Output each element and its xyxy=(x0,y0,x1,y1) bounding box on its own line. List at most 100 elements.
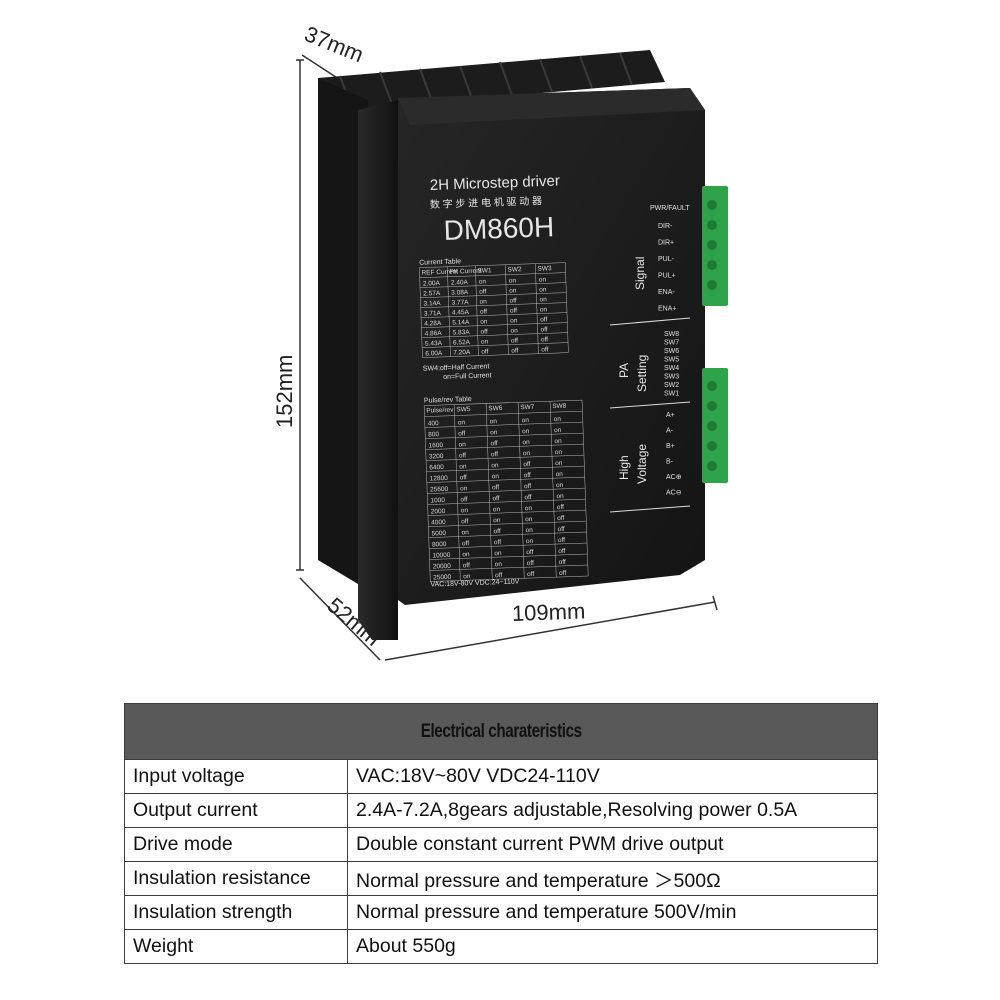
spec-label: Drive mode xyxy=(124,827,348,862)
table-cell: 3.77A xyxy=(451,299,469,307)
table-header-cell: SW6 xyxy=(488,405,503,413)
spec-label: Input voltage xyxy=(124,759,348,794)
table-cell: 6400 xyxy=(429,464,444,472)
table-cell: off xyxy=(511,337,519,344)
table-cell: 6.00A xyxy=(425,350,443,358)
connector-labels: PWR/FAULT DIR-DIR+PUL-PUL+ENA-ENA+ Signa… xyxy=(609,205,690,513)
table-cell: on xyxy=(539,276,547,283)
table-gridline xyxy=(425,432,584,439)
table-cell: on xyxy=(479,278,487,285)
hv-pin-label: A+ xyxy=(666,412,675,419)
table-cell: on xyxy=(554,416,562,423)
table-cell: off xyxy=(493,528,501,535)
table-gridline xyxy=(428,520,587,527)
hv-section-label-1: High xyxy=(617,455,631,480)
table-cell: 10000 xyxy=(432,552,451,560)
table-cell: on xyxy=(493,506,501,513)
spec-label: Insulation strength xyxy=(124,895,348,930)
table-cell: 4.28A xyxy=(424,320,442,328)
table-cell: 2000 xyxy=(431,508,446,516)
table-cell: 5.14A xyxy=(452,319,470,327)
spec-row: Input voltage VAC:18V~80V VDC24-110V xyxy=(124,759,878,794)
table-gridline xyxy=(429,564,588,571)
table-header-cell: REF Current xyxy=(421,268,458,276)
table-cell: on xyxy=(539,296,547,303)
table-cell: off xyxy=(481,348,489,355)
hv-section-label-2: Voltage xyxy=(635,444,649,484)
table-cell: 3.14A xyxy=(423,300,441,308)
current-table-title: Current Table xyxy=(419,258,461,266)
signal-pin-label: PUL- xyxy=(658,256,675,263)
table-cell: on xyxy=(510,317,518,324)
sw4-note-1: SW4:off=Half Current xyxy=(423,363,490,372)
table-cell: off xyxy=(492,495,500,502)
table-cell: 20000 xyxy=(433,563,452,571)
table-cell: off xyxy=(523,461,531,468)
table-cell: on xyxy=(522,428,530,435)
pa-pin-label: SW6 xyxy=(664,348,679,355)
table-cell: off xyxy=(458,430,466,437)
table-gridline xyxy=(420,282,566,288)
supply-note: VAC:18V-80V VDC:24~110V xyxy=(430,578,520,588)
table-cell: off xyxy=(524,494,532,501)
dim-height-outer: 152mm xyxy=(272,355,297,428)
table-cell: off xyxy=(495,572,503,579)
table-cell: off xyxy=(527,560,535,567)
table-cell: on xyxy=(495,561,503,568)
hv-pin-label: B- xyxy=(666,459,674,466)
table-gridline xyxy=(426,465,585,472)
table-gridline xyxy=(549,401,557,578)
table-header-cell: SW7 xyxy=(520,404,535,412)
table-cell: on xyxy=(554,427,562,434)
table-cell: off xyxy=(509,297,517,304)
table-gridline xyxy=(426,454,584,461)
signal-section-label: Signal xyxy=(633,257,647,290)
table-cell: on xyxy=(462,551,470,558)
table-gridline xyxy=(475,265,479,356)
table-gridline xyxy=(427,509,586,516)
table-cell: off xyxy=(558,537,566,544)
table-cell: 1000 xyxy=(430,497,445,505)
table-cell: on xyxy=(554,438,562,445)
table-cell: 1600 xyxy=(428,442,443,450)
spec-value: Double constant current PWM drive output xyxy=(347,827,878,862)
table-gridline xyxy=(428,531,587,538)
table-cell: on xyxy=(460,485,468,492)
table-gridline xyxy=(517,402,525,579)
table-cell: off xyxy=(540,316,548,323)
table-cell: off xyxy=(557,526,565,533)
pa-pin-label: SW3 xyxy=(664,374,679,381)
table-cell: 4.45A xyxy=(452,309,470,317)
table-gridline xyxy=(430,575,589,582)
table-cell: on xyxy=(510,327,518,334)
table-cell: off xyxy=(559,559,567,566)
table-header-cell: SW3 xyxy=(537,265,552,273)
table-cell: 5.83A xyxy=(453,329,471,337)
pulse-table-title: Pulse/rev Table xyxy=(424,396,472,405)
spec-label: Insulation resistance xyxy=(124,861,348,896)
table-cell: off xyxy=(559,570,567,577)
table-cell: 800 xyxy=(428,431,439,438)
table-cell: off xyxy=(492,484,500,491)
signal-pin-label: DIR+ xyxy=(658,240,674,247)
table-cell: on xyxy=(461,507,469,514)
table-cell: on xyxy=(526,538,534,545)
table-cell: on xyxy=(490,429,498,436)
table-cell: 25600 xyxy=(430,486,449,494)
table-gridline xyxy=(427,498,586,505)
table-gridline xyxy=(419,267,423,358)
table-cell: on xyxy=(540,306,548,313)
table-cell: off xyxy=(540,326,548,333)
spec-row: Insulation resistance Normal pressure an… xyxy=(124,861,878,896)
table-gridline xyxy=(427,487,586,494)
spec-label: Output current xyxy=(124,793,348,828)
table-cell: off xyxy=(479,288,487,295)
table-gridline xyxy=(419,262,566,268)
table-cell: 5.43A xyxy=(425,340,443,348)
table-cell: off xyxy=(541,336,549,343)
signal-terminal-block xyxy=(702,186,728,306)
table-gridline xyxy=(424,421,583,428)
spec-value: VAC:18V~80V VDC24-110V xyxy=(347,759,878,794)
table-cell: off xyxy=(541,346,549,353)
